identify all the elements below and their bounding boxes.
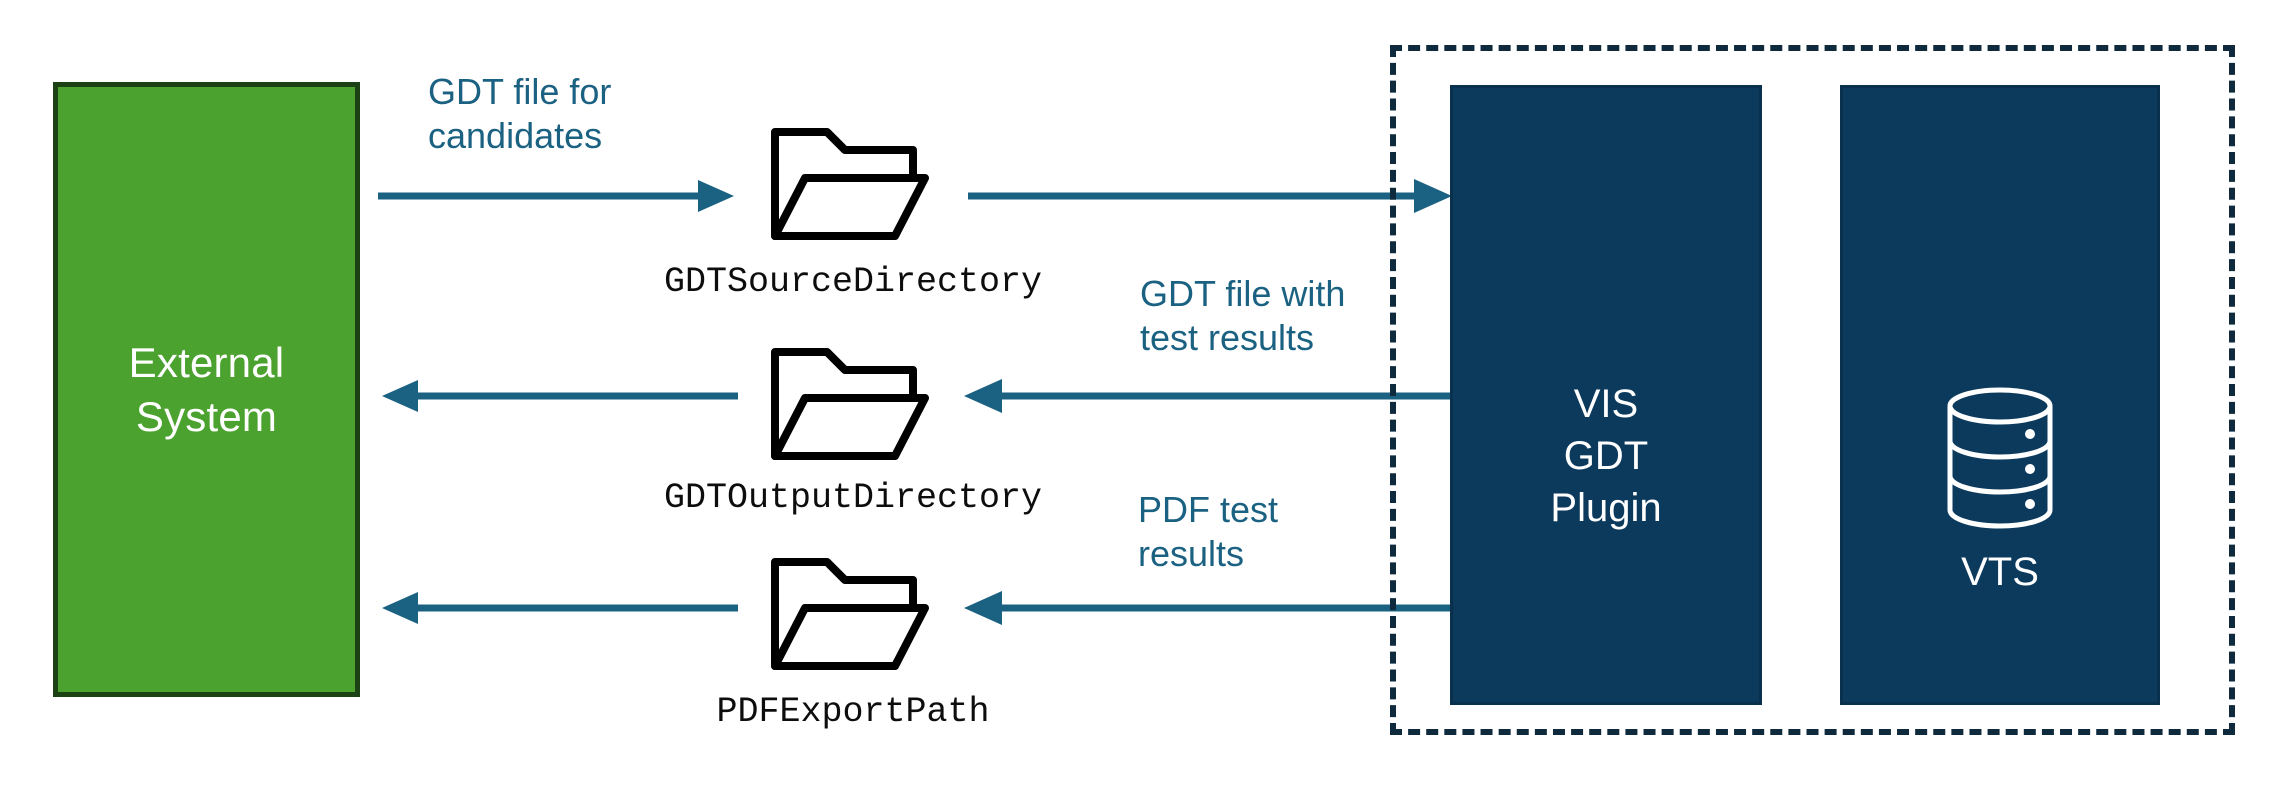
external-system-label: External System	[128, 338, 285, 440]
open-folder-icon	[771, 348, 929, 460]
connector-gdt-output-to-external	[382, 380, 738, 412]
folder-pdf-export[interactable]	[765, 552, 937, 679]
folder-gdt-output[interactable]	[765, 342, 937, 469]
folder-caption-gdt-source: GDTSourceDirectory	[663, 262, 1043, 302]
folder-caption-gdt-output: GDTOutputDirectory	[663, 478, 1043, 518]
vts-box[interactable]: VTS	[1840, 85, 2160, 705]
connector-pdf-export-to-external	[382, 592, 738, 624]
connector-plugin-to-gdt-output	[964, 379, 1454, 413]
open-folder-icon	[771, 128, 929, 240]
folder-caption-pdf-export: PDFExportPath	[716, 692, 990, 732]
flow-label-gdt-file-for-candidates: GDT file for candidates	[428, 71, 612, 156]
connector-gdt-source-to-plugin	[968, 179, 1452, 213]
external-system-box[interactable]: External System	[53, 82, 360, 697]
vis-gdt-plugin-label: VIS GDT Plugin	[1550, 382, 1662, 530]
flow-label-pdf-test-results: PDF test results	[1138, 489, 1279, 574]
database-icon	[1947, 387, 2053, 529]
connector-plugin-to-pdf-export	[964, 591, 1454, 625]
vts-label: VTS	[1961, 550, 2039, 594]
flow-label-gdt-file-with-test-results: GDT file with test results	[1140, 273, 1346, 358]
folder-gdt-source[interactable]	[765, 122, 937, 249]
vis-gdt-plugin-box[interactable]: VIS GDT Plugin	[1450, 85, 1762, 705]
system-boundary	[1390, 45, 2235, 735]
connector-external-to-gdt-source	[378, 180, 734, 212]
open-folder-icon	[771, 558, 929, 670]
